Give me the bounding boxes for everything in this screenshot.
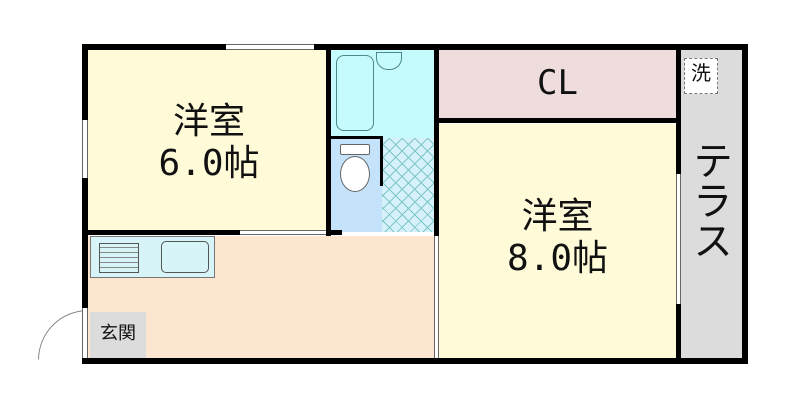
wall-terrace-left-lower (676, 304, 681, 364)
kitchen-counter (90, 236, 215, 278)
washroom (382, 138, 435, 232)
sink-icon (161, 241, 209, 273)
terrace-label: テラス (686, 140, 732, 260)
washbasin-icon (376, 52, 402, 70)
stove-icon (99, 243, 139, 273)
toilet-bowl-icon (340, 156, 370, 192)
toilet-tank-icon (340, 144, 370, 155)
room-8-size: 8.0帖 (506, 238, 609, 279)
laundry-label: 洗 (691, 61, 711, 85)
wall-top (82, 44, 748, 50)
entrance-label: 玄関 (100, 323, 136, 344)
toilet-room (330, 138, 382, 232)
room-6-size: 6.0帖 (158, 143, 260, 184)
laundry-space (684, 58, 718, 94)
room-6-name: 洋室 (172, 101, 245, 142)
closet-label: CL (537, 63, 578, 103)
wall-closet-bottom (434, 118, 680, 123)
wall-wet-right (434, 44, 439, 236)
bathroom (330, 50, 435, 138)
bathtub-icon (336, 55, 374, 131)
window-room6-bottom (240, 230, 326, 235)
wall-room6-right (326, 44, 331, 236)
wall-right (742, 44, 748, 364)
entrance-door-swing (38, 310, 88, 360)
window-room6-left (82, 120, 88, 178)
wall-left-upper (82, 44, 88, 120)
western-room-8 (439, 124, 676, 358)
wall-bath-bottom (326, 136, 382, 139)
wall-toilet-right (380, 136, 383, 186)
wall-room6-bottom (82, 230, 342, 235)
wall-terrace-left (676, 44, 681, 174)
front-door (82, 308, 88, 358)
terrace (680, 50, 742, 358)
door-kitchen-room8 (434, 236, 439, 358)
entrance (90, 312, 146, 358)
window-room8-right (676, 174, 681, 304)
closet (439, 50, 676, 120)
wall-bottom (82, 358, 748, 364)
western-room-6 (88, 50, 330, 232)
room-8-name: 洋室 (521, 196, 594, 237)
window-room6-top (226, 44, 314, 50)
wall-left-lower (82, 178, 88, 308)
